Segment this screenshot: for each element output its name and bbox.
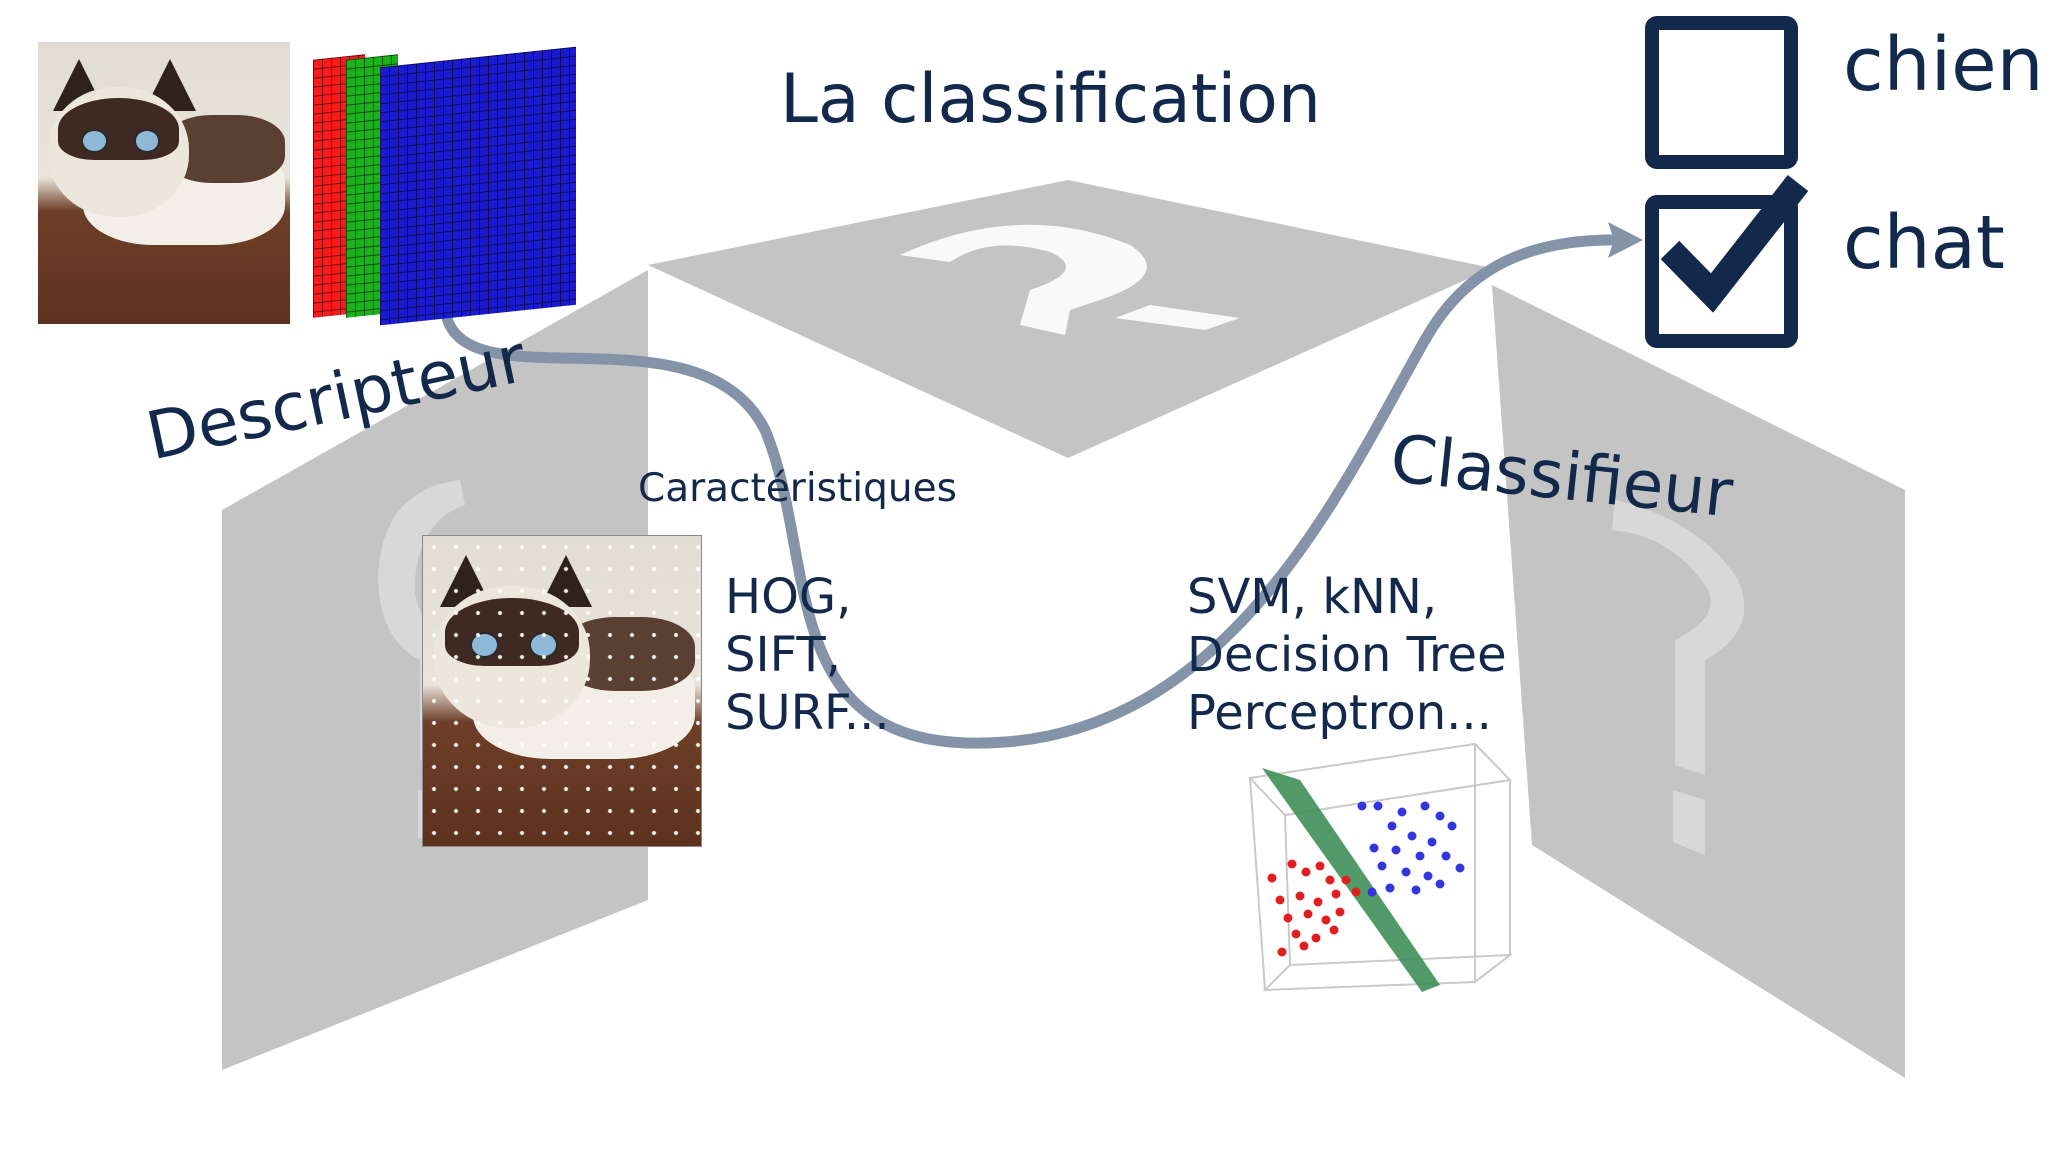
scatter-point-red — [1303, 909, 1313, 919]
scatter-point-blue — [1447, 821, 1457, 831]
scatter-point-blue — [1391, 845, 1401, 855]
hog-image — [422, 535, 702, 847]
scatter-point-blue — [1377, 861, 1387, 871]
scatter-point-red — [1275, 895, 1285, 905]
flow-arrow-icon — [439, 234, 1631, 749]
cat-eye — [133, 129, 161, 154]
scatter-box-front — [1262, 953, 1514, 992]
hyperplane — [1262, 768, 1440, 992]
scatter-point-red — [1325, 875, 1335, 885]
flow-arrow-head — [1608, 222, 1643, 258]
scatter-point-red — [1315, 861, 1325, 871]
question-mark-icon — [900, 224, 1240, 335]
scatter-point-red — [1313, 897, 1323, 907]
scatter-point-blue — [1441, 851, 1451, 861]
scatter-point-blue — [1387, 821, 1397, 831]
feature-item: SIFT, — [725, 627, 841, 683]
chien-label: chien — [1843, 22, 2044, 108]
feature-item: HOG, — [725, 569, 852, 625]
scatter-point-red — [1341, 875, 1351, 885]
question-mark-icon — [1612, 500, 1745, 855]
scatter-point-blue — [1357, 801, 1367, 811]
algorithm-item: SVM, kNN, — [1187, 569, 1438, 625]
algorithm-item: Decision Tree — [1187, 627, 1507, 683]
scatter-point-blue — [1420, 801, 1430, 811]
scatter-box-edge — [1249, 777, 1266, 991]
scatter-point-blue — [1411, 885, 1421, 895]
page-title: La classification — [780, 60, 1322, 139]
scatter-point-red — [1291, 929, 1301, 939]
scatter-3d — [1247, 742, 1514, 992]
cat-eye — [80, 129, 108, 154]
scatter-point-blue — [1369, 843, 1379, 853]
scatter-point-blue — [1427, 837, 1437, 847]
caracteristiques-label: Caractéristiques — [638, 466, 957, 511]
chat-label: chat — [1843, 200, 2005, 286]
cat-mask — [58, 98, 180, 161]
scatter-point-red — [1321, 915, 1331, 925]
feature-list: HOG, SIFT, SURF... — [725, 568, 890, 742]
scatter-box-edge — [1284, 814, 1291, 966]
scatter-point-red — [1299, 941, 1309, 951]
chien-checkbox[interactable] — [1645, 16, 1798, 169]
scatter-point-red — [1329, 925, 1339, 935]
scatter-point-red — [1295, 891, 1305, 901]
scatter-points — [1267, 801, 1465, 957]
scatter-point-red — [1331, 889, 1341, 899]
scatter-point-blue — [1407, 831, 1417, 841]
scatter-point-red — [1267, 873, 1277, 883]
scatter-point-blue — [1373, 801, 1383, 811]
scatter-point-blue — [1367, 887, 1377, 897]
scatter-point-red — [1287, 859, 1297, 869]
scatter-point-red — [1335, 907, 1345, 917]
classifieur-panel — [1492, 285, 1905, 1078]
scatter-point-blue — [1385, 883, 1395, 893]
scatter-point-blue — [1423, 871, 1433, 881]
blue-channel — [380, 46, 576, 326]
scatter-point-blue — [1415, 851, 1425, 861]
scatter-point-red — [1283, 913, 1293, 923]
input-image — [38, 42, 290, 324]
scatter-point-blue — [1435, 811, 1445, 821]
scatter-point-red — [1351, 887, 1361, 897]
chat-checkbox[interactable] — [1645, 195, 1798, 348]
scatter-point-blue — [1401, 867, 1411, 877]
hog-gradient-overlay — [423, 536, 701, 846]
scatter-point-red — [1301, 867, 1311, 877]
feature-item: SURF... — [725, 685, 890, 741]
top-panel — [648, 180, 1492, 458]
scatter-point-red — [1311, 933, 1321, 943]
scatter-point-red — [1277, 947, 1287, 957]
scatter-point-blue — [1397, 807, 1407, 817]
checkmark-icon — [1660, 175, 1809, 313]
scatter-point-blue — [1435, 879, 1445, 889]
algorithm-item: Perceptron... — [1187, 685, 1492, 741]
scatter-point-blue — [1455, 863, 1465, 873]
algorithm-list: SVM, kNN, Decision Tree Perceptron... — [1187, 568, 1507, 742]
